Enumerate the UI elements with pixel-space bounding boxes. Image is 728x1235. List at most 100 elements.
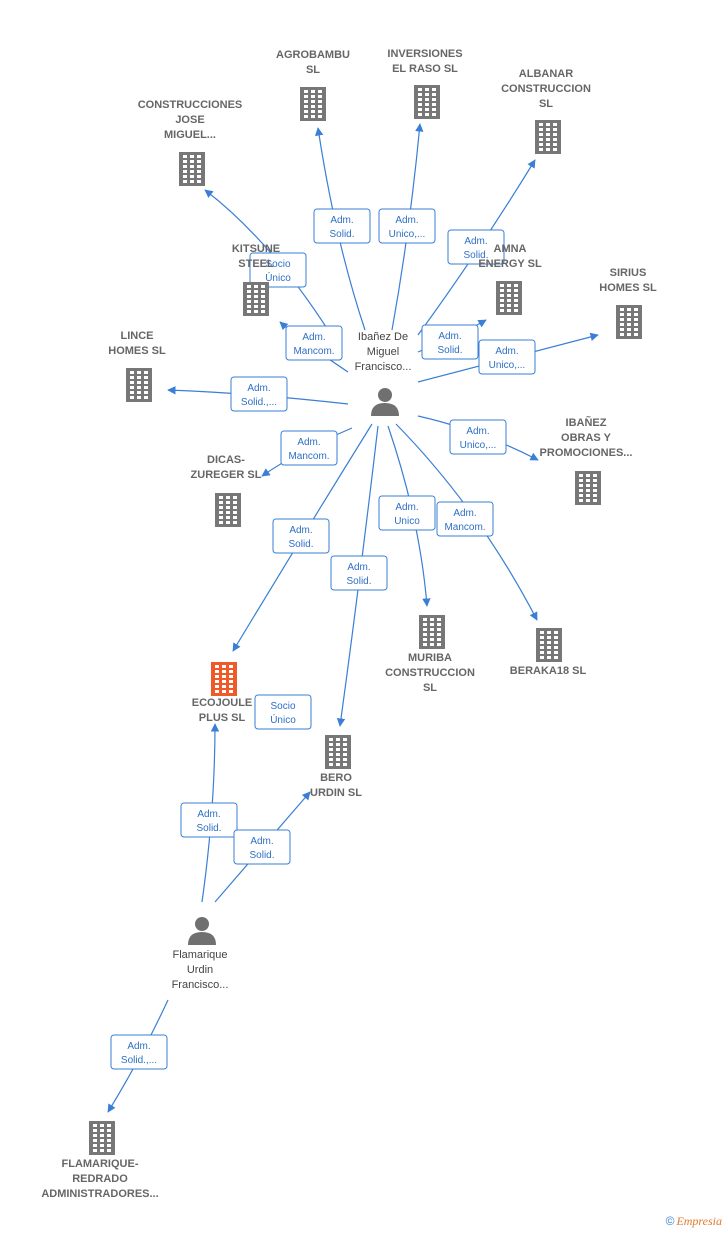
node-ibanez_person[interactable]: Ibañez DeMiguelFrancisco...	[355, 331, 412, 416]
node-label: CONSTRUCCIONES	[138, 99, 243, 111]
edge-label-box	[254, 694, 312, 730]
building-window	[107, 1139, 111, 1142]
edge-label-ibanez_person-to-albanar[interactable]: Adm.Solid.	[447, 229, 505, 265]
node-flamarique_redrado[interactable]: FLAMARIQUE-REDRADOADMINISTRADORES...	[41, 1121, 159, 1200]
building-window	[500, 299, 504, 302]
building-window	[425, 113, 429, 116]
edge-label-text: Solid.,...	[121, 1055, 157, 1066]
edge-label-ibanez_person-to-beraka[interactable]: Adm.Mancom.	[436, 501, 494, 537]
edge-label-ibanez_person-to-sirius[interactable]: Adm.Unico,...	[478, 339, 536, 375]
node-label: SL	[539, 98, 553, 110]
building-window	[229, 675, 233, 678]
node-construcciones[interactable]: CONSTRUCCIONESJOSEMIGUEL...	[138, 99, 243, 186]
building-icon[interactable]	[179, 152, 205, 186]
edge-label-flamarique_person-to-ecojoule[interactable]: Adm.Solid.	[180, 802, 238, 838]
building-window	[233, 496, 237, 499]
building-window	[137, 396, 141, 399]
building-window	[546, 133, 550, 136]
building-window	[261, 305, 265, 308]
edge-label-text: Adm.	[464, 236, 487, 247]
footer-brand[interactable]: ©Empresia	[666, 1214, 722, 1229]
edge-label-ibanez_person-to-inversiones[interactable]: Adm.Unico,...	[378, 208, 436, 244]
node-label: Urdin	[187, 964, 213, 976]
building-icon[interactable]	[496, 281, 522, 315]
building-window	[593, 484, 597, 487]
edge-label-ibanez_person-to-bero[interactable]: Adm.Solid.	[330, 555, 388, 591]
building-window	[100, 1134, 104, 1137]
building-window	[425, 98, 429, 101]
building-window	[261, 285, 265, 288]
building-window	[437, 638, 441, 641]
building-window	[547, 646, 551, 649]
node-label: PLUS SL	[199, 712, 246, 724]
node-label: EL RASO SL	[392, 63, 458, 75]
building-window	[254, 295, 258, 298]
building-icon[interactable]	[575, 471, 601, 505]
building-window	[304, 115, 308, 118]
building-window	[514, 304, 518, 307]
building-window	[318, 90, 322, 93]
building-window	[304, 100, 308, 103]
edge-label-text: Solid.	[288, 539, 313, 550]
building-icon[interactable]	[535, 120, 561, 154]
building-icon[interactable]	[616, 305, 642, 339]
edge-label-ibanez_person-to-kitsune[interactable]: Adm.Mancom.	[285, 325, 343, 361]
person-icon[interactable]	[188, 917, 216, 945]
edge-label-ibanez_person-to-dicas[interactable]: Adm.Mancom.	[280, 430, 338, 466]
edge-label-ibanez_person-to-lince[interactable]: Adm.Solid.,...	[230, 376, 288, 412]
building-window	[190, 180, 194, 183]
building-icon[interactable]	[126, 368, 152, 402]
building-icon[interactable]	[300, 87, 326, 121]
building-icon[interactable]	[325, 735, 351, 769]
building-icon[interactable]	[419, 615, 445, 649]
building-window	[130, 381, 134, 384]
edge-label-ibanez_person-to-agrobambu[interactable]: Adm.Solid.	[313, 208, 371, 244]
building-icon[interactable]	[89, 1121, 115, 1155]
building-icon[interactable]	[243, 282, 269, 316]
edge-label-ibanez_person-to-ecojoule[interactable]: Adm.Solid.	[272, 518, 330, 554]
edge-label-ibanez_person-to-amna[interactable]: Adm.Solid.	[421, 324, 479, 360]
node-beraka[interactable]: BERAKA18 SL	[510, 628, 587, 677]
building-window	[229, 685, 233, 688]
building-window	[500, 309, 504, 312]
building-icon[interactable]	[536, 628, 562, 662]
building-icon[interactable]	[215, 493, 241, 527]
building-window	[620, 308, 624, 311]
building-window	[423, 628, 427, 631]
building-window	[247, 310, 251, 313]
edge-label-box	[330, 555, 388, 591]
building-window	[343, 738, 347, 741]
node-label: Francisco...	[355, 361, 412, 373]
edge-label-flamarique_person-to-bero[interactable]: Adm.Solid.	[233, 829, 291, 865]
building-window	[219, 511, 223, 514]
building-window	[634, 328, 638, 331]
edge-label-box	[233, 829, 291, 865]
edge-label-text: Unico,...	[460, 440, 497, 451]
building-window	[329, 743, 333, 746]
person-icon[interactable]	[371, 388, 399, 416]
edge-label-flamarique_person-to-flamarique_redrado[interactable]: Adm.Solid.,...	[110, 1034, 168, 1070]
building-window	[233, 516, 237, 519]
building-icon[interactable]	[211, 662, 237, 696]
building-icon[interactable]	[414, 85, 440, 119]
edge-label-text: Unico,...	[389, 229, 426, 240]
edge-label-ibanez_person-to-muriba[interactable]: Adm.Unico	[378, 495, 436, 531]
node-dicas[interactable]: DICAS-ZUREGER SL	[191, 454, 262, 527]
edge-label-ibanez_person-to-ibanez_obras[interactable]: Adm.Unico,...	[449, 419, 507, 455]
building-window	[586, 494, 590, 497]
building-window	[183, 175, 187, 178]
node-flamarique_person[interactable]: FlamariqueUrdinFrancisco...	[172, 917, 229, 991]
